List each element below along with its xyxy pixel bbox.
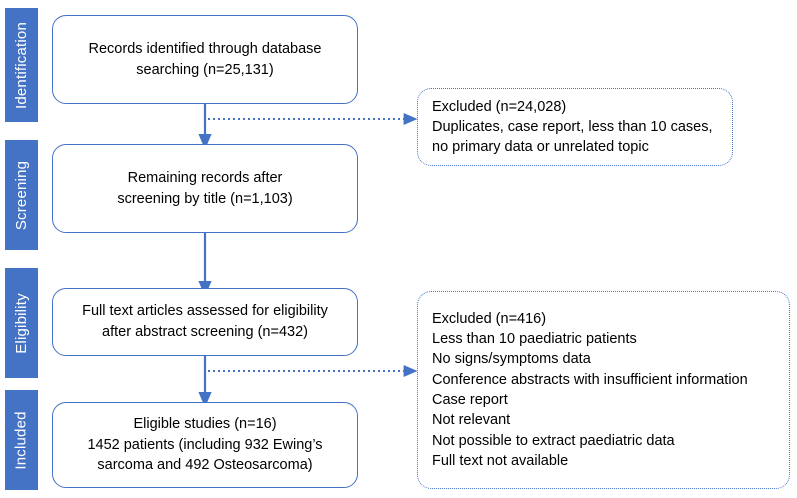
excluded-line: Full text not available <box>432 452 569 469</box>
excluded-line: Not relevant <box>432 412 511 429</box>
stage-bar-eligibility: Eligibility <box>5 268 38 378</box>
excluded-line: no primary data or unrelated topic <box>432 139 649 156</box>
excluded-line: Excluded (n=24,028) <box>432 98 567 115</box>
flow-box-line: screening by title (n=1,103) <box>117 190 293 207</box>
flow-box-line: Records identified through database <box>88 40 322 57</box>
excluded-line: Case report <box>432 392 508 408</box>
flow-box-full-text-assessed: Full text articles assessed for eligibil… <box>52 288 358 356</box>
stage-label-eligibility: Eligibility <box>13 292 30 354</box>
stage-bar-screening: Screening <box>5 140 38 250</box>
flow-box-line: Remaining records after <box>127 169 283 186</box>
flow-box-line: 1452 patients (including 932 Ewing’s <box>87 436 323 453</box>
flow-box-records-identified: Records identified through database sear… <box>52 15 358 104</box>
flow-box-eligible-studies: Eligible studies (n=16) 1452 patients (i… <box>52 402 358 488</box>
flow-box-line: Eligible studies (n=16) <box>133 416 277 433</box>
excluded-box-screening: Excluded (n=24,028) Duplicates, case rep… <box>417 88 733 166</box>
flow-box-line: sarcoma and 492 Osteosarcoma) <box>97 457 313 474</box>
stage-label-included: Included <box>13 410 30 470</box>
flow-box-remaining-records: Remaining records after screening by tit… <box>52 144 358 233</box>
excluded-line: Less than 10 paediatric patients <box>432 331 637 348</box>
flow-box-line: searching (n=25,131) <box>136 61 274 78</box>
flow-box-line: Full text articles assessed for eligibil… <box>82 303 328 320</box>
stage-label-identification: Identification <box>13 21 30 109</box>
stage-bar-included: Included <box>5 390 38 490</box>
excluded-line: Duplicates, case report, less than 10 ca… <box>432 118 713 135</box>
excluded-line: Excluded (n=416) <box>432 310 547 327</box>
stage-bar-identification: Identification <box>5 8 38 122</box>
excluded-line: Not possible to extract paediatric data <box>432 432 675 449</box>
excluded-box-eligibility: Excluded (n=416) Less than 10 paediatric… <box>417 291 790 489</box>
excluded-line: Conference abstracts with insufficient i… <box>432 371 748 388</box>
stage-label-screening: Screening <box>13 160 31 230</box>
flow-box-line: after abstract screening (n=432) <box>102 324 308 340</box>
excluded-line: No signs/symptoms data <box>432 351 591 368</box>
